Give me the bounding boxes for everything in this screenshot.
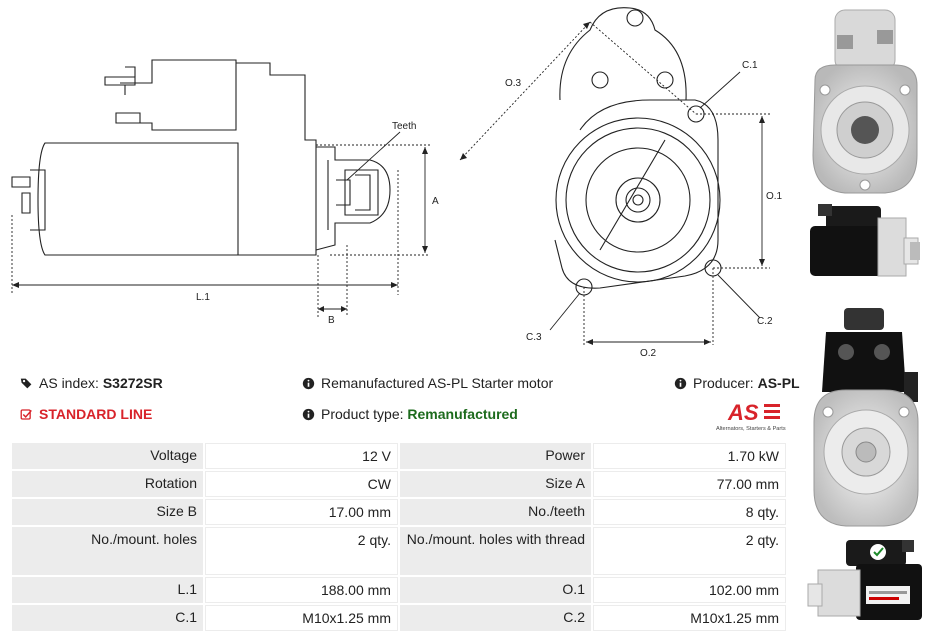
spec-label: No./mount. holes with thread: [399, 527, 591, 575]
spec-label: C.1: [12, 605, 204, 631]
table-row: Size B 17.00 mm No./teeth 8 qty.: [12, 499, 786, 525]
spec-label: Voltage: [12, 443, 204, 469]
check-square-icon: [20, 408, 32, 420]
logo-tagline: Alternators, Starters & Parts: [716, 426, 786, 432]
spec-value: 2 qty.: [593, 527, 786, 575]
product-type-value: Remanufactured: [407, 406, 518, 422]
product-photo-side: [810, 204, 920, 277]
dimension-c1-label: C.1: [742, 60, 758, 71]
table-row: L.1 188.00 mm O.1 102.00 mm: [12, 577, 786, 603]
dimension-c3-label: C.3: [526, 332, 542, 343]
as-pl-logo: AS Alternators, Starters & Parts: [716, 400, 786, 432]
spec-value: 188.00 mm: [205, 577, 398, 603]
table-row: No./mount. holes 2 qty. No./mount. holes…: [12, 527, 786, 575]
product-description: Remanufactured AS-PL Starter motor: [302, 375, 553, 391]
specifications-table: Voltage 12 V Power 1.70 kW Rotation CW S…: [10, 441, 788, 633]
as-index-value: S3272SR: [102, 375, 163, 391]
standard-line-badge: STANDARD LINE: [20, 406, 152, 422]
tags-icon: [20, 378, 32, 388]
spec-label: No./teeth: [399, 499, 591, 525]
spec-value: 12 V: [205, 443, 398, 469]
info-icon: [302, 408, 315, 420]
spec-value: 77.00 mm: [593, 471, 786, 497]
spec-value: 8 qty.: [593, 499, 786, 525]
dimension-c2-label: C.2: [757, 316, 773, 327]
dimension-o2-label: O.2: [640, 348, 657, 359]
front-view-drawing: O.3 C.1 O.1 C.3 C.2 O.2: [459, 7, 783, 359]
spec-value: 2 qty.: [205, 527, 398, 575]
spec-label: Rotation: [12, 471, 204, 497]
spec-label: L.1: [12, 577, 204, 603]
description-text: Remanufactured AS-PL Starter motor: [321, 375, 554, 391]
side-view-drawing: Teeth A L.1 B: [11, 59, 439, 326]
table-row: C.1 M10x1.25 mm C.2 M10x1.25 mm: [12, 605, 786, 631]
producer-label: Producer:: [693, 375, 754, 391]
info-icon: [302, 377, 315, 389]
standard-line-label: STANDARD LINE: [39, 406, 153, 422]
spec-label: Size B: [12, 499, 204, 525]
table-row: Voltage 12 V Power 1.70 kW: [12, 443, 786, 469]
product-photo-label-side: [807, 540, 922, 620]
spec-label: Size A: [399, 471, 591, 497]
spec-label: C.2: [399, 605, 591, 631]
spec-value: 17.00 mm: [205, 499, 398, 525]
dimension-o3-label: O.3: [505, 78, 522, 89]
spec-value: CW: [205, 471, 398, 497]
producer-value: AS-PL: [757, 375, 800, 391]
as-index-label: AS index:: [39, 375, 99, 391]
spec-value: 102.00 mm: [593, 577, 786, 603]
product-type-label: Product type:: [321, 406, 404, 422]
product-photo-front: [812, 9, 918, 194]
spec-value: M10x1.25 mm: [205, 605, 398, 631]
logo-mark: AS: [727, 400, 759, 425]
teeth-label: Teeth: [392, 121, 416, 132]
spec-label: O.1: [399, 577, 591, 603]
table-row: Rotation CW Size A 77.00 mm: [12, 471, 786, 497]
product-type: Product type: Remanufactured: [302, 406, 518, 422]
dimension-o1-label: O.1: [766, 191, 783, 202]
spec-value: 1.70 kW: [593, 443, 786, 469]
as-index: AS index: S3272SR: [20, 375, 163, 391]
spec-label: Power: [399, 443, 591, 469]
producer: Producer: AS-PL: [674, 375, 800, 391]
spec-label: No./mount. holes: [12, 527, 204, 575]
spec-value: M10x1.25 mm: [593, 605, 786, 631]
dimension-b-label: B: [328, 315, 335, 326]
info-icon: [674, 377, 687, 389]
product-photo-rear: [813, 308, 919, 527]
dimension-l1-label: L.1: [196, 292, 210, 303]
dimension-a-label: A: [432, 196, 439, 207]
